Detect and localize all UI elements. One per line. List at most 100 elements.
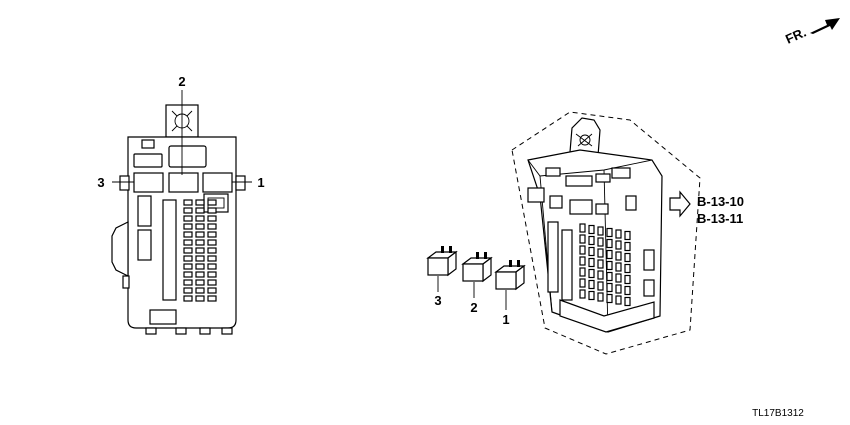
fuse-slot	[207, 223, 217, 230]
side-bracket	[111, 221, 129, 277]
fuse-slot	[183, 279, 193, 286]
fuse-slot	[183, 207, 193, 214]
fuse-slot	[195, 287, 205, 294]
fuse-slot	[195, 271, 205, 278]
fuse-slot	[207, 215, 217, 222]
callout-number-1: 1	[257, 175, 264, 190]
fuse-slot	[183, 271, 193, 278]
fuse-slot-iso	[597, 237, 604, 247]
fuse-slot-iso	[588, 224, 595, 235]
fuse-slot-iso	[597, 259, 604, 269]
fuse-slot	[207, 287, 217, 294]
relay-socket-3	[133, 172, 164, 193]
fuse-slot	[195, 247, 205, 254]
fuse-slot	[195, 263, 205, 270]
fuse-slot	[183, 247, 193, 254]
relay-1	[494, 260, 526, 310]
fuse-slot	[183, 231, 193, 238]
fuse-slot-iso	[615, 240, 622, 250]
fuse-slot-iso	[579, 223, 586, 233]
callout-number-2: 2	[178, 74, 185, 89]
fuse-slot-iso	[579, 256, 586, 266]
fuse-slot-iso	[606, 260, 613, 271]
fuse-slot-iso	[579, 278, 586, 288]
relay-callout-3: 3	[434, 293, 441, 308]
fuse-slot-iso	[588, 279, 595, 290]
fuse-slot-iso	[579, 267, 586, 277]
fuse-slot	[183, 287, 193, 294]
fuse-slot-iso	[615, 251, 622, 261]
fuse-slot	[207, 247, 217, 254]
fuse-slot-iso	[606, 227, 613, 238]
fuse-slot	[195, 295, 205, 302]
fuse-slot	[195, 255, 205, 262]
assembly-outline	[511, 111, 701, 355]
control-unit-front-view: 2 3 1	[97, 74, 265, 335]
fuse-slot	[207, 263, 217, 270]
fuse-slot-iso	[606, 271, 613, 282]
fuse-slot-iso	[624, 230, 631, 241]
fuse-slot-iso	[615, 284, 622, 294]
front-direction-indicator: FR.	[783, 18, 840, 47]
fuse-slot-iso	[606, 249, 613, 260]
fuse-slots	[183, 199, 217, 302]
fuse-slot-iso	[588, 290, 595, 301]
fuse-slot-iso	[579, 245, 586, 255]
fuse-slot	[195, 239, 205, 246]
fuse-slot-iso	[588, 235, 595, 246]
fuse-slot	[183, 199, 193, 206]
fuse-slot	[183, 255, 193, 262]
fuse-slot	[183, 223, 193, 230]
fuse-slot	[207, 199, 217, 206]
relay-socket-1	[202, 172, 233, 193]
front-direction-label: FR.	[783, 25, 808, 47]
fuse-slot	[207, 295, 217, 302]
front-arrow-icon	[810, 18, 840, 34]
fuse-slot	[195, 199, 205, 206]
fuse-slot-iso	[597, 248, 604, 258]
fuse-slot	[195, 231, 205, 238]
fuse-slot-iso	[606, 293, 613, 304]
fuse-slot	[207, 271, 217, 278]
reference-code-1: B-13-10	[697, 194, 744, 209]
control-unit-isometric-view	[511, 111, 701, 355]
relay-callout-2: 2	[470, 300, 477, 315]
fuse-slot	[195, 215, 205, 222]
callout-number-3: 3	[97, 175, 104, 190]
fuse-slot	[207, 207, 217, 214]
fuse-slot-iso	[615, 229, 622, 239]
fuse-slot-iso	[597, 270, 604, 280]
fuse-slot-iso	[624, 241, 631, 252]
fuse-slot	[207, 255, 217, 262]
fuse-slot-iso	[615, 262, 622, 272]
fuse-slot	[183, 239, 193, 246]
fuse-slot-iso	[624, 274, 631, 285]
fuse-slot-iso	[624, 263, 631, 274]
relay-3	[426, 246, 458, 292]
fuse-slot-iso	[615, 273, 622, 283]
fuse-slot-iso	[624, 285, 631, 296]
fuse-slot-iso	[588, 246, 595, 257]
fuse-slot	[207, 279, 217, 286]
reference-arrow-icon	[669, 190, 691, 218]
relay-2	[461, 252, 493, 298]
fuse-slot-iso	[588, 268, 595, 279]
fuse-slot-iso	[597, 292, 604, 302]
relay-callout-1: 1	[502, 312, 509, 327]
fuse-slot	[195, 279, 205, 286]
relay-socket-2	[168, 172, 199, 193]
fuse-slot-iso	[588, 257, 595, 268]
fuse-slot	[183, 215, 193, 222]
fuse-slot-iso	[597, 226, 604, 236]
fuse-slot	[183, 295, 193, 302]
reference-code-2: B-13-11	[697, 211, 743, 226]
fuse-slot-iso	[579, 234, 586, 244]
fuse-slot-iso	[597, 281, 604, 291]
fuse-slot-iso	[606, 238, 613, 249]
fuse-slot	[207, 239, 217, 246]
fuse-slot-iso	[615, 295, 622, 305]
fuse-slot	[195, 207, 205, 214]
fuse-slot-iso	[579, 289, 586, 299]
fuse-slot	[207, 231, 217, 238]
diagram-code: TL17B1312	[752, 408, 804, 419]
